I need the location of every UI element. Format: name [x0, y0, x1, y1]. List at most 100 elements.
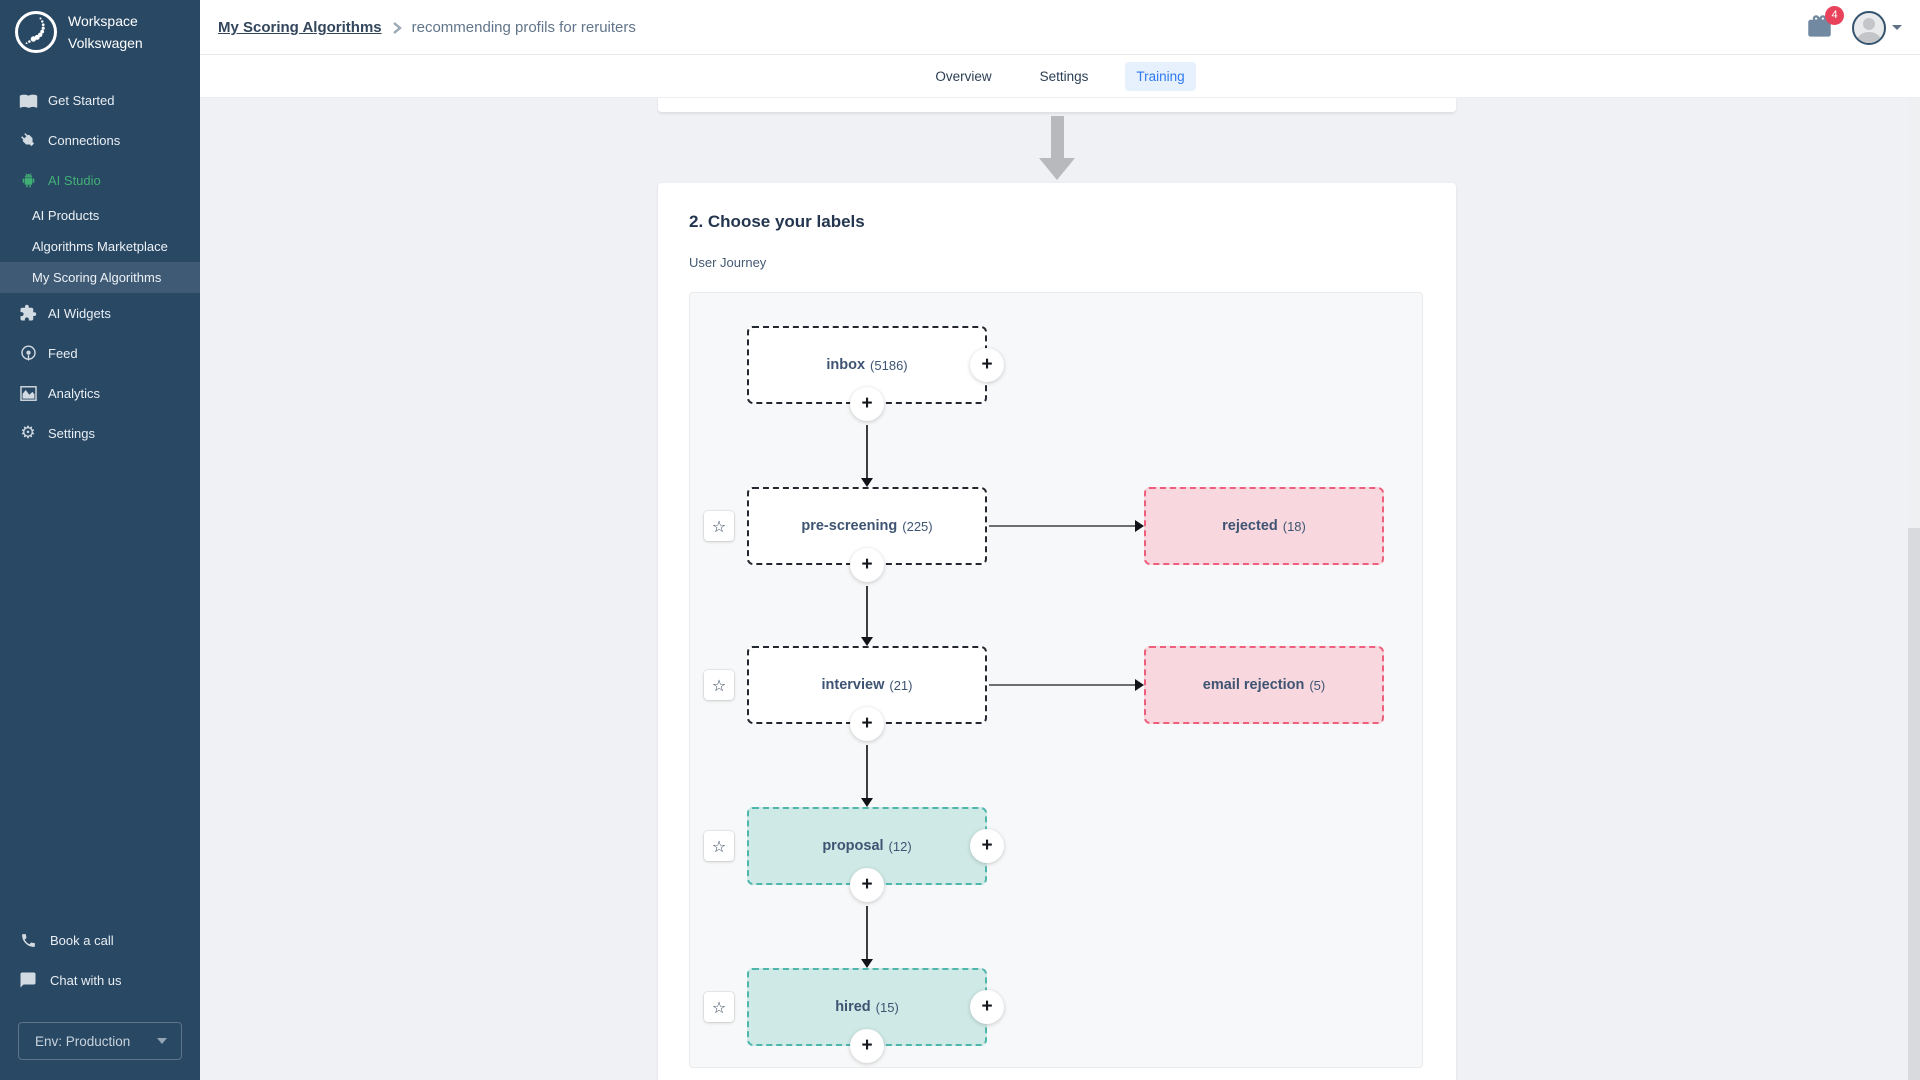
plug-icon: [18, 130, 38, 150]
environment-select[interactable]: Env: Production: [18, 1022, 182, 1060]
node-count: (225): [902, 518, 933, 534]
breadcrumb-parent-link[interactable]: My Scoring Algorithms: [218, 19, 382, 36]
node-count: (5): [1309, 677, 1326, 693]
scrollbar-thumb[interactable]: [1908, 528, 1920, 1080]
chevron-down-icon: [157, 1038, 167, 1044]
workspace-label: Workspace: [68, 13, 138, 29]
sidebar: Workspace Volkswagen Get Started Connect…: [0, 0, 200, 1080]
favorite-step-button[interactable]: ☆: [704, 992, 734, 1022]
favorite-step-button[interactable]: ☆: [704, 511, 734, 541]
journey-node-email-rejection[interactable]: email rejection (5): [1144, 646, 1384, 724]
sidebar-item-algorithms-marketplace[interactable]: Algorithms Marketplace: [0, 231, 200, 262]
node-label: email rejection: [1202, 677, 1305, 693]
connector-line: [866, 425, 868, 478]
workspace-logo-icon: [15, 11, 57, 53]
step-flow-arrow: [1051, 116, 1064, 158]
plus-icon: +: [981, 835, 993, 856]
plus-icon: +: [981, 354, 993, 375]
journey-node-rejected[interactable]: rejected (18): [1144, 487, 1384, 565]
tab-settings[interactable]: Settings: [1039, 68, 1089, 84]
environment-select-value: Env: Production: [35, 1033, 131, 1049]
sidebar-item-settings[interactable]: ⚙ Settings: [0, 413, 200, 453]
star-icon: ☆: [711, 675, 727, 695]
tab-bar: Overview Settings Training: [200, 55, 1920, 98]
sidebar-item-label: Settings: [48, 425, 95, 441]
sidebar-item-label: Algorithms Marketplace: [32, 239, 168, 254]
arrow-down-icon: [861, 637, 873, 646]
add-branch-button[interactable]: +: [970, 990, 1004, 1024]
sidebar-item-analytics[interactable]: Analytics: [0, 373, 200, 413]
arrow-down-icon: [861, 478, 873, 487]
node-label: hired: [835, 999, 871, 1015]
add-branch-button[interactable]: +: [970, 348, 1004, 382]
tab-overview[interactable]: Overview: [935, 68, 992, 84]
sidebar-item-connections[interactable]: Connections: [0, 120, 200, 160]
sidebar-item-ai-widgets[interactable]: AI Widgets: [0, 293, 200, 333]
user-menu[interactable]: [1852, 10, 1902, 45]
arrow-right-icon: [1135, 520, 1144, 532]
tab-training[interactable]: Training: [1125, 61, 1196, 91]
star-icon: ☆: [711, 997, 727, 1017]
analytics-icon: [18, 383, 38, 403]
plus-icon: +: [861, 1035, 873, 1056]
add-step-button[interactable]: +: [850, 548, 884, 582]
node-count: (18): [1282, 518, 1306, 534]
node-label: pre-screening: [801, 518, 898, 534]
sidebar-item-ai-products[interactable]: AI Products: [0, 200, 200, 231]
node-label: proposal: [822, 838, 884, 854]
sidebar-item-feed[interactable]: Feed: [0, 333, 200, 373]
sidebar-item-ai-studio[interactable]: AI Studio: [0, 160, 200, 200]
breadcrumb-current: recommending profils for reruiters: [411, 19, 636, 36]
sidebar-item-label: Analytics: [48, 385, 101, 401]
favorite-step-button[interactable]: ☆: [704, 831, 734, 861]
book-a-call-button[interactable]: Book a call: [0, 920, 200, 960]
node-label: inbox: [826, 357, 866, 373]
book-a-call-label: Book a call: [50, 932, 114, 948]
sidebar-item-my-scoring-algorithms[interactable]: My Scoring Algorithms: [0, 262, 200, 293]
arrow-right-icon: [1135, 679, 1144, 691]
step-flow-arrow-head: [1039, 158, 1075, 180]
sidebar-item-get-started[interactable]: Get Started: [0, 80, 200, 120]
add-branch-button[interactable]: +: [970, 829, 1004, 863]
book-icon: [18, 90, 38, 110]
chevron-right-icon: [392, 21, 402, 34]
favorite-step-button[interactable]: ☆: [704, 670, 734, 700]
plus-icon: +: [861, 874, 873, 895]
add-step-button[interactable]: +: [850, 868, 884, 902]
connector-line: [866, 906, 868, 959]
add-step-button[interactable]: +: [850, 1029, 884, 1063]
notification-badge: 4: [1825, 5, 1844, 25]
add-step-button[interactable]: +: [850, 387, 884, 421]
sidebar-item-label: Connections: [48, 132, 121, 148]
podcast-icon: [18, 343, 38, 363]
star-icon: ☆: [711, 516, 727, 536]
connector-line: [866, 745, 868, 798]
puzzle-icon: [18, 303, 38, 323]
workspace-name: Volkswagen: [68, 35, 143, 51]
sidebar-item-label: AI Widgets: [48, 305, 111, 321]
chat-with-us-button[interactable]: Chat with us: [0, 960, 200, 1000]
sidebar-item-label: AI Products: [32, 208, 100, 223]
section-subtitle: User Journey: [689, 255, 767, 270]
node-count: (12): [888, 838, 912, 854]
sidebar-item-label: Get Started: [48, 92, 115, 108]
plus-icon: +: [861, 393, 873, 414]
arrow-down-icon: [861, 959, 873, 968]
top-header: My Scoring Algorithms recommending profi…: [200, 0, 1920, 55]
connector-line: [989, 525, 1135, 527]
connector-line: [989, 684, 1135, 686]
chat-icon: [18, 970, 38, 990]
arrow-down-icon: [861, 798, 873, 807]
rewards-button[interactable]: 4: [1806, 5, 1844, 43]
sidebar-footer: Book a call Chat with us: [0, 920, 200, 1080]
add-step-button[interactable]: +: [850, 707, 884, 741]
sidebar-item-label: Feed: [48, 345, 78, 361]
node-count: (21): [889, 677, 913, 693]
sidebar-item-label: My Scoring Algorithms: [32, 270, 162, 285]
chevron-down-icon: [1892, 25, 1902, 30]
breadcrumb: My Scoring Algorithms recommending profi…: [218, 0, 636, 55]
sidebar-item-label: AI Studio: [48, 172, 101, 188]
gift-icon: [1808, 14, 1831, 37]
node-label: rejected: [1222, 518, 1278, 534]
